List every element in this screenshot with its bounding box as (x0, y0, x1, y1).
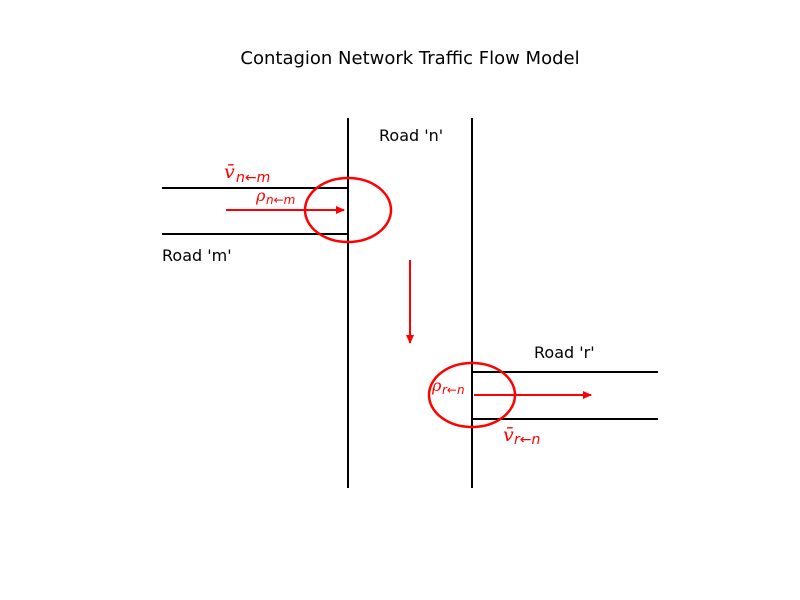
velocity-n-from-m-symbol: v̄ (224, 161, 235, 183)
velocity-n-from-m-subscript: n←m (236, 170, 270, 186)
density-r-from-n-subscript: r←n (442, 383, 465, 397)
velocity-r-from-n-subscript: r←n (514, 432, 540, 448)
diagram-title: Contagion Network Traffic Flow Model (240, 48, 579, 69)
velocity-r-from-n-label: v̄ r←n (503, 424, 540, 448)
density-n-from-m-label: ρ n←m (255, 186, 295, 207)
density-r-from-n-label: ρ r←n (431, 376, 465, 397)
road-n-label: Road 'n' (379, 126, 443, 145)
density-n-from-m-symbol: ρ (255, 186, 266, 205)
road-r-label: Road 'r' (534, 343, 595, 362)
velocity-r-from-n-symbol: v̄ (503, 424, 514, 446)
road-m-label: Road 'm' (162, 246, 232, 265)
density-n-from-m-subscript: n←m (266, 193, 295, 207)
density-r-from-n-symbol: ρ (431, 376, 442, 395)
velocity-n-from-m-label: v̄ n←m (224, 161, 270, 186)
